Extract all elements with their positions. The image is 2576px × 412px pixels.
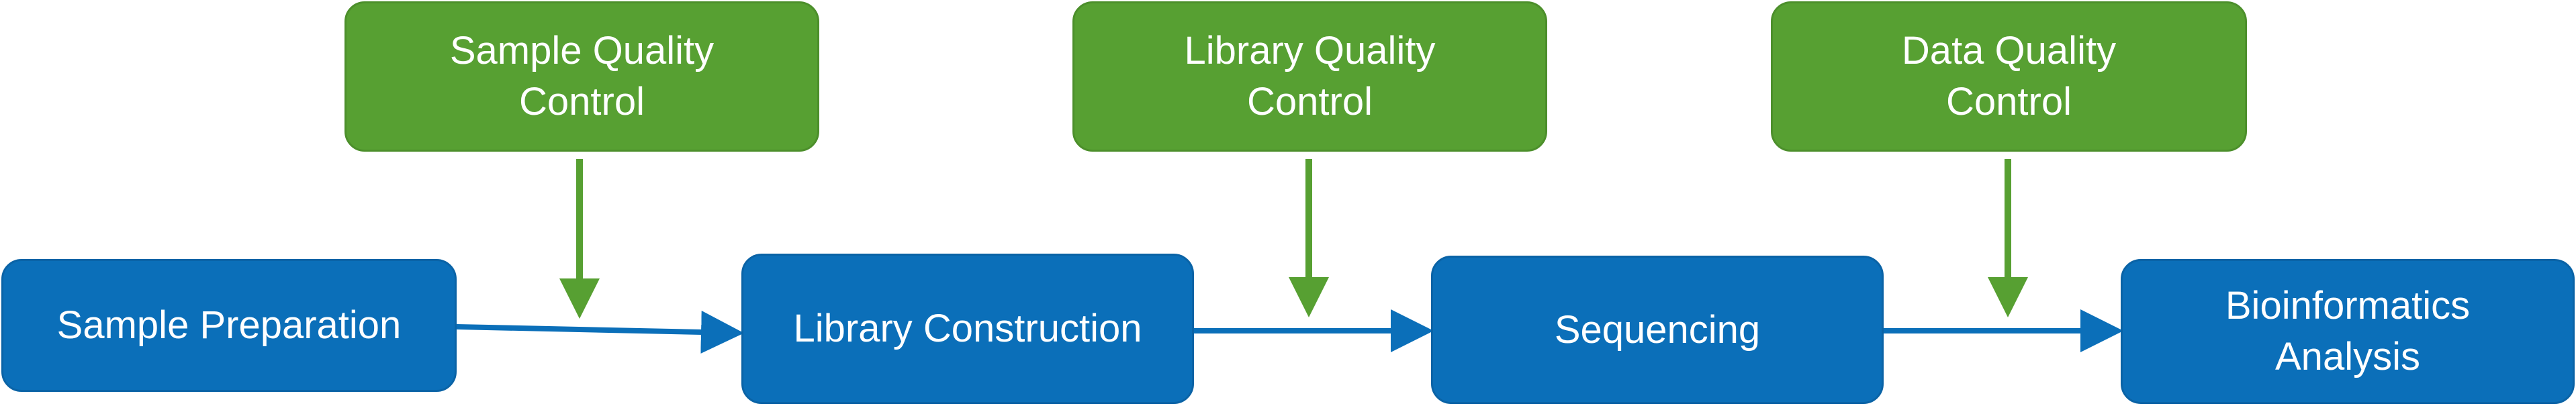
sample-quality-control-label: Sample Quality Control: [449, 29, 715, 123]
sample-preparation-box: Sample Preparation: [1, 259, 457, 392]
library-construction-box: Library Construction: [741, 254, 1194, 404]
library-quality-control-label: Library Quality Control: [1184, 29, 1436, 123]
sample-preparation-label: Sample Preparation: [56, 303, 402, 347]
bioinformatics-analysis-box: Bioinformatics Analysis: [2121, 259, 2575, 404]
sample-quality-control-box: Sample Quality Control: [344, 1, 819, 152]
bioinformatics-analysis-label: Bioinformatics Analysis: [2225, 284, 2471, 378]
sequencing-label: Sequencing: [1554, 307, 1761, 352]
data-quality-control-box: Data Quality Control: [1771, 1, 2247, 152]
data-quality-control-label: Data Quality Control: [1901, 29, 2117, 123]
library-quality-control-box: Library Quality Control: [1072, 1, 1547, 152]
flow-arrow-prep-to-library: [456, 310, 744, 354]
sequencing-box: Sequencing: [1431, 256, 1884, 404]
library-construction-label: Library Construction: [793, 307, 1142, 350]
